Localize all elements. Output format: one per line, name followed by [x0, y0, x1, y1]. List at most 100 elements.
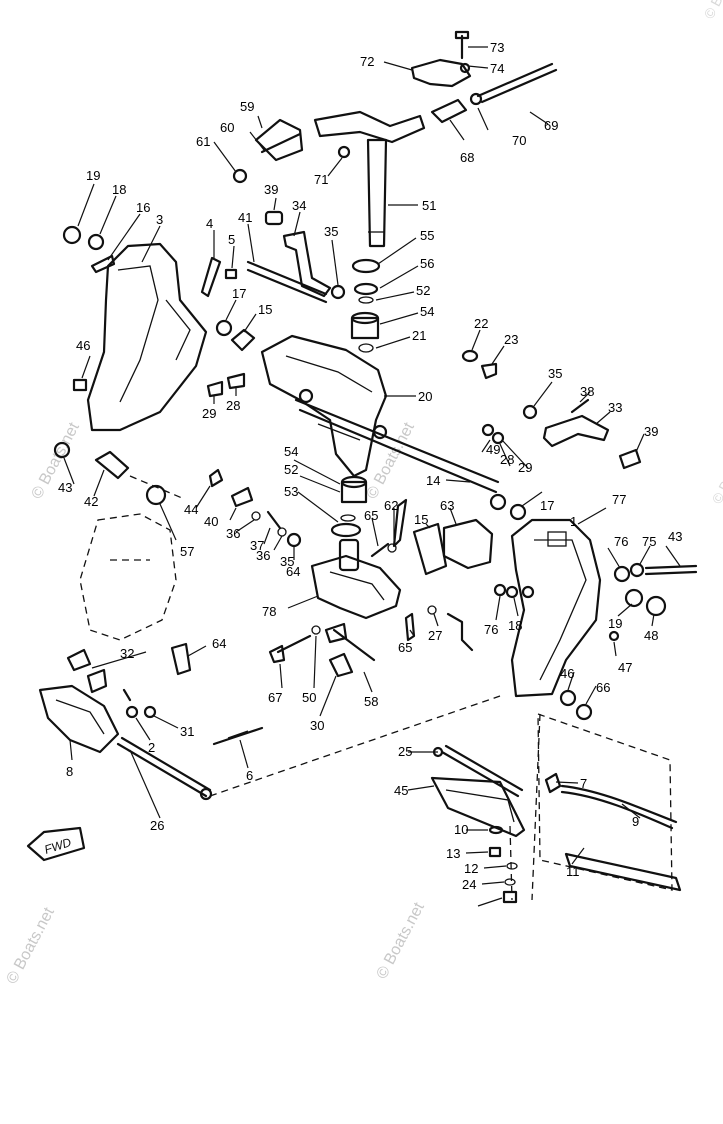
part-drawing: [38, 30, 698, 904]
callout-label: 39: [644, 424, 658, 439]
callout-label: 28: [500, 452, 514, 467]
callout-label: 48: [644, 628, 658, 643]
callout-label: 52: [416, 283, 430, 298]
callout-label: 64: [286, 564, 300, 579]
callout-label: 58: [364, 694, 378, 709]
callout-label: 33: [608, 400, 622, 415]
callout-label: 23: [504, 332, 518, 347]
callout-label: 18: [508, 618, 522, 633]
callout-label: 63: [440, 498, 454, 513]
callout-label: 18: [112, 182, 126, 197]
callout-label: 2: [148, 740, 155, 755]
leader-lines: [63, 46, 681, 907]
callout-label: 6: [246, 768, 253, 783]
callout-label: 54: [284, 444, 298, 459]
watermark-vertical: © Boats.net: [29, 419, 84, 501]
callout-label: 41: [238, 210, 252, 225]
callout-label: 53: [284, 484, 298, 499]
callout-label: 15: [258, 302, 272, 317]
forward-arrow-icon: [26, 826, 86, 862]
callout-label: 29: [202, 406, 216, 421]
callout-label: 68: [460, 150, 474, 165]
callout-label: 65: [364, 508, 378, 523]
callout-label: 8: [66, 764, 73, 779]
callout-label: 49: [486, 442, 500, 457]
callout-label: 11: [566, 864, 580, 879]
callout-label: 10: [454, 822, 468, 837]
callout-label: 44: [184, 502, 198, 517]
callout-label: 13: [446, 846, 460, 861]
watermark-top-right: © Boats.net: [701, 0, 723, 21]
callout-label: 55: [420, 228, 434, 243]
callout-label: 64: [212, 636, 226, 651]
callout-label: 45: [394, 783, 408, 798]
callout-label: 25: [398, 744, 412, 759]
callout-label: 20: [418, 389, 432, 404]
callout-label: 71: [314, 172, 328, 187]
callout-label: 35: [280, 554, 294, 569]
callout-label: 61: [196, 134, 210, 149]
callout-label: 65: [398, 640, 412, 655]
watermark-lower-left: © Boats.net: [4, 904, 59, 986]
watermark-right: © Boats.net: [709, 434, 723, 506]
callout-label: 15: [414, 512, 428, 527]
callout-label: 43: [668, 529, 682, 544]
callout-label: 5: [228, 232, 235, 247]
callout-label: 50: [302, 690, 316, 705]
callout-label: 1: [570, 514, 577, 529]
callout-label: 30: [310, 718, 324, 733]
callout-label: 69: [544, 118, 558, 133]
callout-label: 35: [548, 366, 562, 381]
callout-label: 46: [560, 666, 574, 681]
callout-label: 31: [180, 724, 194, 739]
callout-label: 38: [580, 384, 594, 399]
callout-label: 24: [462, 877, 476, 892]
callout-label: 56: [420, 256, 434, 271]
callout-label: 14: [426, 473, 440, 488]
callout-label: 46: [76, 338, 90, 353]
callout-label: 60: [220, 120, 234, 135]
callout-label: 19: [86, 168, 100, 183]
callout-label: 27: [428, 628, 442, 643]
callout-label: 52: [284, 462, 298, 477]
callout-label: 67: [268, 690, 282, 705]
callout-label: 72: [360, 54, 374, 69]
callout-label: 66: [596, 680, 610, 695]
callout-label: 78: [262, 604, 276, 619]
callout-label: 37: [250, 538, 264, 553]
callout-label: 57: [180, 544, 194, 559]
callout-label: 43: [58, 480, 72, 495]
callout-label: 7: [580, 776, 587, 791]
callout-label: 28: [226, 398, 240, 413]
callout-label: 17: [540, 498, 554, 513]
callout-label: 4: [206, 216, 213, 231]
callout-label: 73: [490, 40, 504, 55]
callout-label: 29: [518, 460, 532, 475]
callout-label: 22: [474, 316, 488, 331]
callout-label: 21: [412, 328, 426, 343]
callout-label: 19: [608, 616, 622, 631]
callout-label: 3: [156, 212, 163, 227]
callout-label: 54: [420, 304, 434, 319]
callout-label: 62: [384, 498, 398, 513]
callout-label: 77: [612, 492, 626, 507]
callout-label: 51: [422, 198, 436, 213]
fwd-direction-badge: FWD: [26, 826, 86, 862]
callout-label: 36: [256, 548, 270, 563]
callout-label: 16: [136, 200, 150, 215]
callout-label: 39: [264, 182, 278, 197]
callout-label: 34: [292, 198, 306, 213]
callout-label: 70: [512, 133, 526, 148]
callout-label: 75: [642, 534, 656, 549]
watermark-lower-mid: © Boats.net: [374, 899, 429, 981]
callout-label: 12: [464, 861, 478, 876]
callout-label: 26: [150, 818, 164, 833]
callout-label: 9: [632, 814, 639, 829]
callout-label: 35: [324, 224, 338, 239]
callout-label: 42: [84, 494, 98, 509]
callout-label: 76: [614, 534, 628, 549]
callout-label: 74: [490, 61, 504, 76]
callout-labels: 73 72 74 69 59 60 70 61 68 71 51 19 18 1…: [58, 40, 682, 892]
callout-label: 40: [204, 514, 218, 529]
